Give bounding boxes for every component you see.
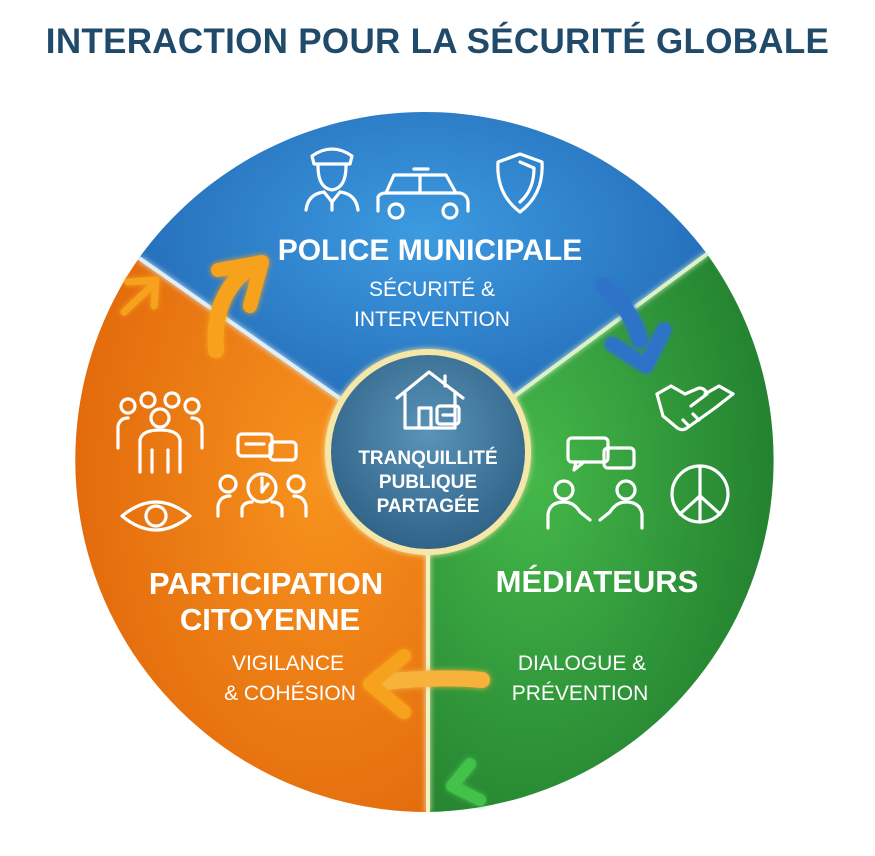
center-line-3: PARTAGÉE [377, 495, 480, 517]
police-sub-2: INTERVENTION [354, 308, 510, 331]
sector-police-municipale [139, 111, 707, 460]
house-icon [395, 370, 465, 430]
police-title: POLICE MUNICIPALE [278, 234, 582, 267]
handshake-icon [655, 384, 735, 432]
police-sub-1: SÉCURITÉ & [369, 278, 495, 301]
page-title: INTERACTION POUR LA SÉCURITÉ GLOBALE [45, 22, 830, 61]
mediateurs-sub-2: PRÉVENTION [512, 682, 649, 705]
mediateurs-sub-1: DIALOGUE & [518, 652, 646, 675]
sector-participation-citoyenne [75, 258, 428, 813]
arrow-green-to-orange [363, 649, 490, 719]
participation-sub-1: VIGILANCE [232, 652, 344, 675]
community-meeting-icon [216, 432, 308, 518]
participation-title-1: PARTICIPATION [149, 566, 383, 601]
police-car-icon [376, 167, 470, 220]
arrow-orange-small [120, 276, 160, 316]
center-line-2: PUBLIQUE [379, 472, 477, 493]
arrow-orange-to-blue [207, 255, 269, 358]
center-line-1: TRANQUILLITÉ [358, 447, 497, 469]
participation-sub-2: & COHÉSION [224, 682, 356, 705]
eye-icon [120, 500, 192, 532]
dialogue-icon [546, 436, 644, 530]
arrow-blue-to-green [596, 278, 671, 373]
participation-title-2: CITOYENNE [180, 602, 360, 637]
arrow-green-small [446, 758, 486, 806]
center-circle [325, 349, 531, 555]
crowd-icon [116, 391, 204, 474]
peace-icon [670, 464, 730, 524]
police-officer-icon [304, 147, 360, 212]
shield-icon [496, 152, 544, 214]
mediateurs-title: MÉDIATEURS [496, 564, 699, 599]
